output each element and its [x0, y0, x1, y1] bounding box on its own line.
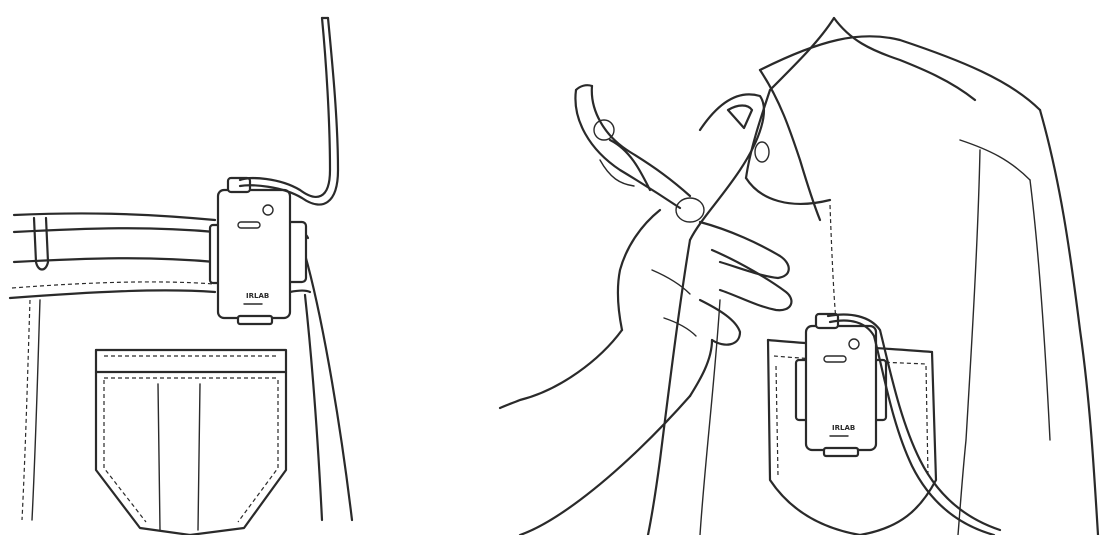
hand-drawing — [500, 210, 791, 535]
dosimeter-device-left: IRLAB — [210, 178, 306, 324]
shirt-drawing — [648, 18, 1098, 535]
left-panel-belt-illustration: IRLAB — [10, 18, 352, 535]
clip-tool-drawing — [575, 85, 704, 222]
cable-left — [240, 18, 338, 205]
back-pocket-drawing — [96, 350, 286, 535]
device-label-left: IRLAB — [246, 292, 269, 300]
right-panel-shirt-illustration: IRLAB — [500, 18, 1098, 535]
device-label-right: IRLAB — [832, 424, 855, 432]
